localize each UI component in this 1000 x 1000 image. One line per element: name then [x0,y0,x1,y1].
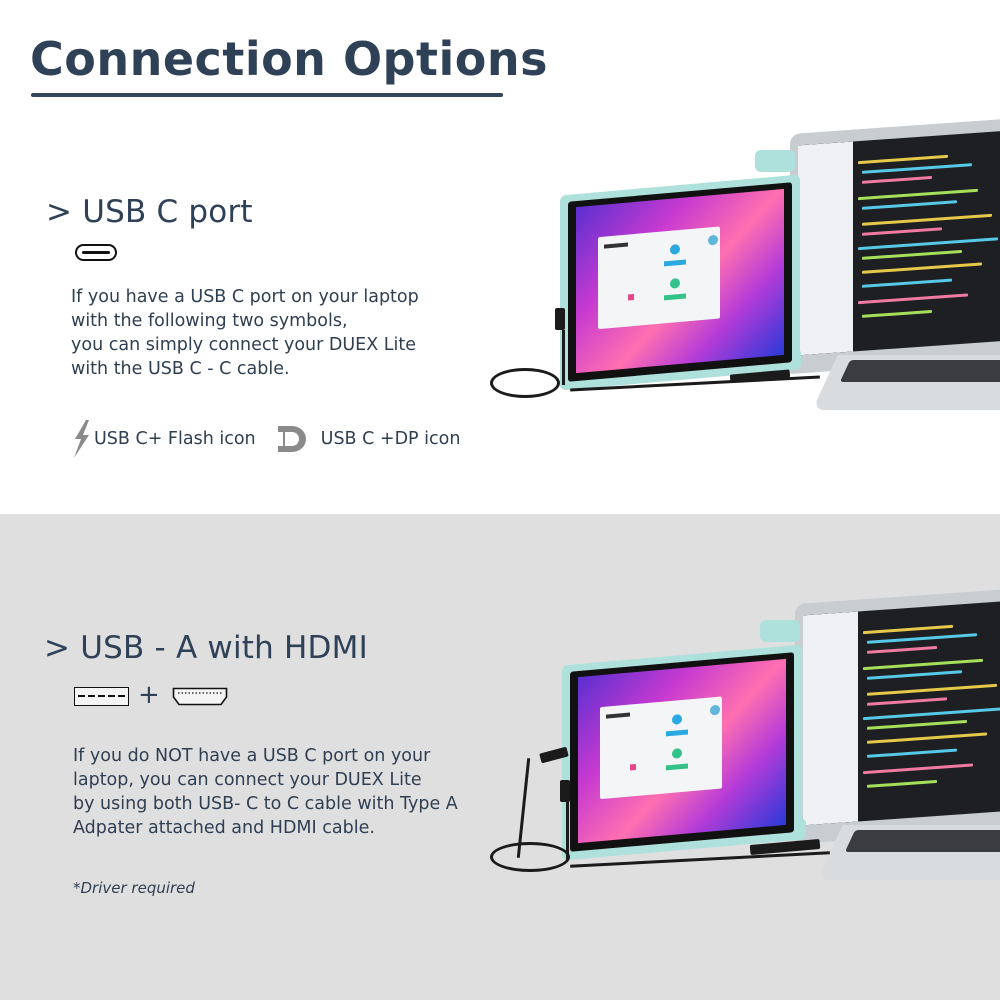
lightning-flash-icon [72,420,92,458]
title-underline [31,93,503,97]
usb-a-heading: > USB - A with HDMI [44,630,368,666]
product-image-usb-a [480,580,1000,900]
plus-sign: + [138,680,160,710]
flash-icon-label: USB C+ Flash icon [94,429,256,449]
product-image-usb-c [480,110,1000,430]
driver-note: *Driver required [73,879,195,897]
usb-a-description: If you do NOT have a USB C port on your … [73,746,458,838]
usb-c-heading: > USB C port [46,194,253,230]
usb-a-section: > USB - A with HDMI + If you do NOT have… [0,514,1000,1000]
usb-c-port-icon [75,244,117,261]
usb-c-description: If you have a USB C port on your laptop … [71,287,419,379]
usb-c-symbols: USB C+ Flash icon USB C +DP icon [72,420,460,458]
page-title: Connection Options [30,32,548,86]
usb-a-port-icon [74,687,129,706]
usb-c-section: Connection Options > USB C port If you h… [30,32,1000,458]
dp-icon-label: USB C +DP icon [320,429,461,449]
hdmi-port-icon [172,687,228,706]
displayport-icon [276,424,310,454]
